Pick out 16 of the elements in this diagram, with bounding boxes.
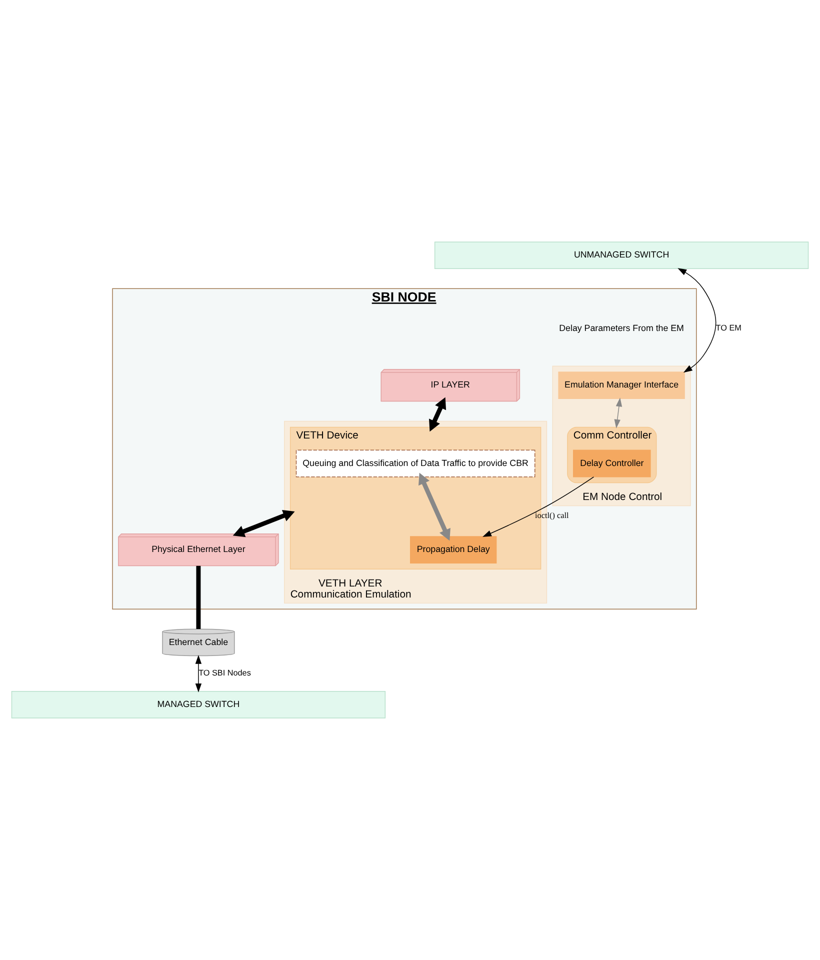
arrow xyxy=(678,268,716,373)
arrow xyxy=(428,397,446,432)
node-box: MANAGED SWITCH xyxy=(11,691,386,718)
node-box: UNMANAGED SWITCH xyxy=(434,242,809,269)
arrow xyxy=(195,654,202,692)
arrow xyxy=(482,476,594,537)
connector xyxy=(196,566,201,630)
label: Delay Parameters From the EM xyxy=(559,322,684,333)
edge-label: TO EM xyxy=(716,324,742,333)
node-box: Emulation Manager Interface xyxy=(558,372,685,400)
node-box: Queuing and Classification of Data Traffic to provide CBR xyxy=(296,450,536,478)
arrow xyxy=(232,510,295,538)
node-box: Delay Controller xyxy=(573,450,651,478)
arrow xyxy=(614,398,622,428)
node-box: Propagation Delay xyxy=(410,536,497,564)
arrow xyxy=(418,472,450,541)
